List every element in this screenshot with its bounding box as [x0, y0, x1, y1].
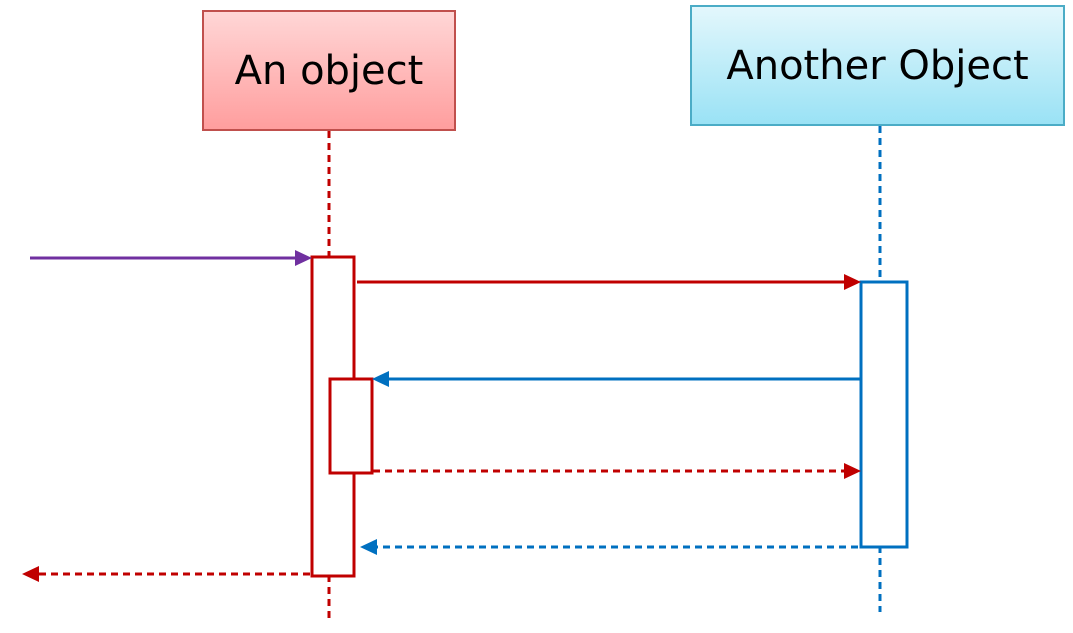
- message-callback-to-an-object: [372, 371, 861, 387]
- message-outgoing-return: [22, 566, 310, 582]
- object-box-another-object: Another Object: [690, 5, 1065, 126]
- message-return-to-another-object: [373, 463, 861, 479]
- object-label: An object: [234, 47, 424, 94]
- message-return-to-an-object: [360, 539, 858, 555]
- arrowhead: [372, 371, 389, 387]
- arrowhead: [22, 566, 39, 582]
- arrowhead: [844, 274, 861, 290]
- object-box-an-object: An object: [202, 10, 456, 131]
- arrowhead: [360, 539, 377, 555]
- activation-another-object: [859, 280, 909, 549]
- arrowhead: [295, 250, 312, 266]
- nested-activation-an-object: [328, 377, 374, 475]
- message-incoming-call: [30, 250, 312, 266]
- object-label: Another Object: [726, 42, 1029, 89]
- arrowhead: [844, 463, 861, 479]
- message-call-to-another-object: [357, 274, 861, 290]
